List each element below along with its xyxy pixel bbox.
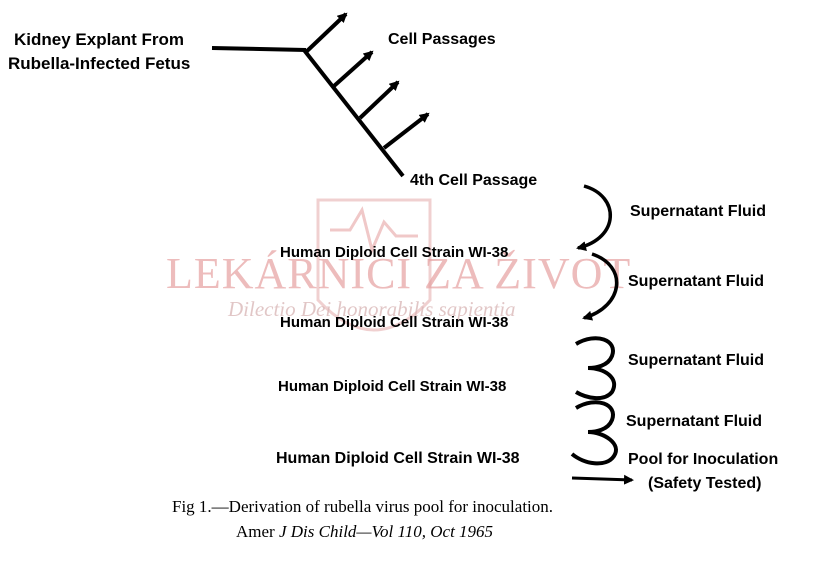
watermark-title: LEKÁRNICI ZA ŽIVOT <box>166 249 632 298</box>
source-label: Kidney Explant From <box>14 30 185 49</box>
figure-caption: Fig 1.—Derivation of rubella virus pool … <box>172 497 554 516</box>
citation: Amer J Dis Child—Vol 110, Oct 1965 <box>236 522 493 542</box>
source-line <box>211 46 307 52</box>
transfer-arrow-1 <box>576 184 612 252</box>
citation-journal: J Dis Child—Vol 110, Oct 1965 <box>278 522 494 541</box>
passage-trunk <box>302 48 405 178</box>
strain-label-1: Human Diploid Cell Strain WI-38 <box>280 244 509 261</box>
strain-label-3: Human Diploid Cell Strain WI-38 <box>278 378 507 395</box>
citation-prefix: Amer <box>236 522 275 541</box>
strain-label-4: Human Diploid Cell Strain WI-38 <box>276 450 520 467</box>
watermark-motto: Dilectio Dei honorabilis sapientia <box>228 297 516 321</box>
fluid-label-1: Supernatant Fluid <box>630 203 766 220</box>
passage-arrow-1 <box>304 12 348 54</box>
passage-arrow-3 <box>358 80 400 120</box>
pool-label: Pool for Inoculation <box>628 451 779 468</box>
pool-label-line2: (Safety Tested) <box>648 475 762 492</box>
pool-arrow <box>571 474 634 485</box>
source-label-line2: Rubella-Infected Fetus <box>8 54 191 73</box>
passage-arrow-2 <box>332 50 374 88</box>
transfer-arrow-2 <box>582 252 619 321</box>
transfer-loop-2 <box>570 400 618 466</box>
fluid-label-3: Supernatant Fluid <box>628 352 764 369</box>
passage-arrow-4 <box>382 112 430 150</box>
fluid-label-2: Supernatant Fluid <box>628 273 764 290</box>
fluid-label-4: Supernatant Fluid <box>626 413 762 430</box>
strain-label-2: Human Diploid Cell Strain WI-38 <box>280 314 509 331</box>
fourth-passage-label: 4th Cell Passage <box>410 172 538 189</box>
transfer-loop-1 <box>574 336 616 400</box>
cell-passages-label: Cell Passages <box>388 31 496 48</box>
